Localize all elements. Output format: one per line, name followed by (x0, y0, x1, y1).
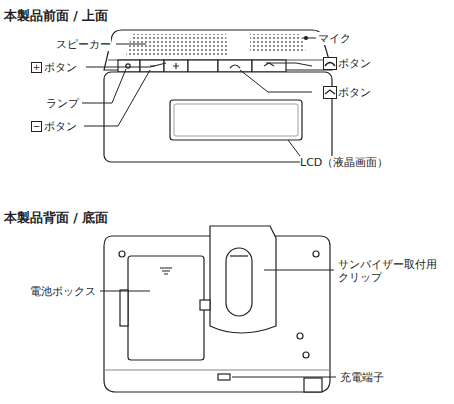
front-leader-lines (82, 38, 316, 156)
back-device (104, 226, 330, 392)
part-label: 電池ボックス (30, 285, 96, 298)
back-leader-lines (100, 270, 336, 377)
part-label: LCD（液晶画面） (300, 156, 388, 169)
part-label: ボタン (338, 57, 371, 70)
button-icon (323, 57, 337, 70)
plus-button-symbol: + (31, 62, 42, 73)
part-label: マイク (318, 32, 351, 45)
button-glyph: + (33, 62, 41, 72)
part-label: ボタン (44, 61, 77, 74)
part-label: ボタン (338, 86, 371, 99)
button-icon (323, 86, 337, 99)
section-heading: 本製品背面 / 底面 (4, 210, 108, 225)
front-device (104, 30, 332, 162)
button-glyph: − (33, 121, 41, 131)
part-label: スピーカー (56, 38, 111, 51)
part-label: ランプ (46, 97, 79, 110)
section-heading: 本製品前面 / 上面 (4, 8, 108, 23)
minus-button-symbol: − (31, 121, 42, 132)
part-label: 充電端子 (340, 371, 384, 384)
part-label: ボタン (44, 120, 77, 133)
part-label: サンバイザー取付用 クリップ (338, 258, 442, 284)
